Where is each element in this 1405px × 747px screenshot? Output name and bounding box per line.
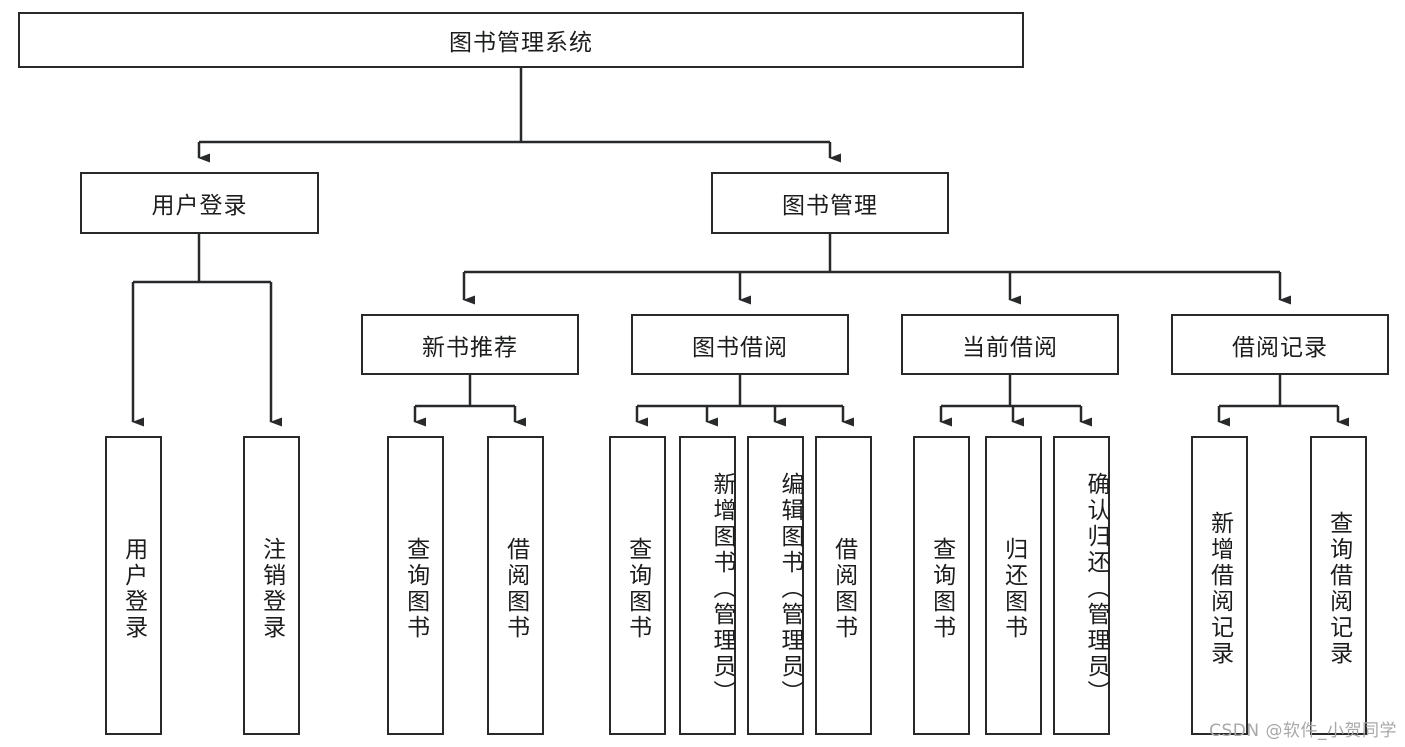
node-leaf-confirm-return[interactable]: 确认归还（管理员） [1053,436,1110,735]
node-leaf-query-record-label: 查询借阅记录 [1325,510,1352,667]
node-leaf-borrow-book-1[interactable]: 借阅图书 [487,436,544,735]
node-borrow-record-label: 借阅记录 [1232,334,1328,361]
node-leaf-query-book-1-label: 查询图书 [402,536,429,641]
node-leaf-query-record[interactable]: 查询借阅记录 [1310,436,1367,735]
node-leaf-add-book[interactable]: 新增图书（管理员） [679,436,736,735]
node-leaf-query-book-2-label: 查询图书 [624,536,651,641]
node-leaf-borrow-book-2-label: 借阅图书 [830,536,857,641]
node-user-login[interactable]: 用户登录 [80,172,319,234]
node-leaf-add-record[interactable]: 新增借阅记录 [1191,436,1248,735]
node-leaf-edit-book-label: 编辑图书（管理员） [777,471,803,706]
node-current-borrow-label: 当前借阅 [962,334,1058,361]
node-leaf-user-login-label: 用户登录 [120,536,147,641]
node-leaf-borrow-book-1-label: 借阅图书 [502,536,529,641]
node-leaf-logout[interactable]: 注销登录 [243,436,300,735]
node-book-manage[interactable]: 图书管理 [711,172,949,234]
node-leaf-add-book-label: 新增图书（管理员） [709,471,735,706]
node-leaf-edit-book[interactable]: 编辑图书（管理员） [747,436,804,735]
node-leaf-logout-label: 注销登录 [258,536,285,641]
node-leaf-add-record-label: 新增借阅记录 [1206,510,1233,667]
node-leaf-query-book-1[interactable]: 查询图书 [387,436,444,735]
node-new-book-recommend[interactable]: 新书推荐 [361,314,579,375]
node-root[interactable]: 图书管理系统 [18,12,1024,68]
node-user-login-label: 用户登录 [151,193,248,219]
watermark-text: CSDN @软件_小贺同学 [1209,721,1397,741]
node-current-borrow[interactable]: 当前借阅 [901,314,1119,375]
node-new-book-recommend-label: 新书推荐 [422,334,518,361]
node-leaf-query-book-3[interactable]: 查询图书 [913,436,970,735]
node-leaf-query-book-2[interactable]: 查询图书 [609,436,666,735]
node-book-manage-label: 图书管理 [782,193,878,219]
node-leaf-return-book[interactable]: 归还图书 [985,436,1042,735]
node-book-borrow[interactable]: 图书借阅 [631,314,849,375]
node-root-label: 图书管理系统 [449,30,593,56]
node-leaf-return-book-label: 归还图书 [1000,536,1027,641]
node-borrow-record[interactable]: 借阅记录 [1171,314,1389,375]
node-leaf-query-book-3-label: 查询图书 [928,536,955,641]
node-leaf-confirm-return-label: 确认归还（管理员） [1083,471,1109,706]
node-leaf-borrow-book-2[interactable]: 借阅图书 [815,436,872,735]
node-book-borrow-label: 图书借阅 [692,334,788,361]
node-leaf-user-login[interactable]: 用户登录 [105,436,162,735]
